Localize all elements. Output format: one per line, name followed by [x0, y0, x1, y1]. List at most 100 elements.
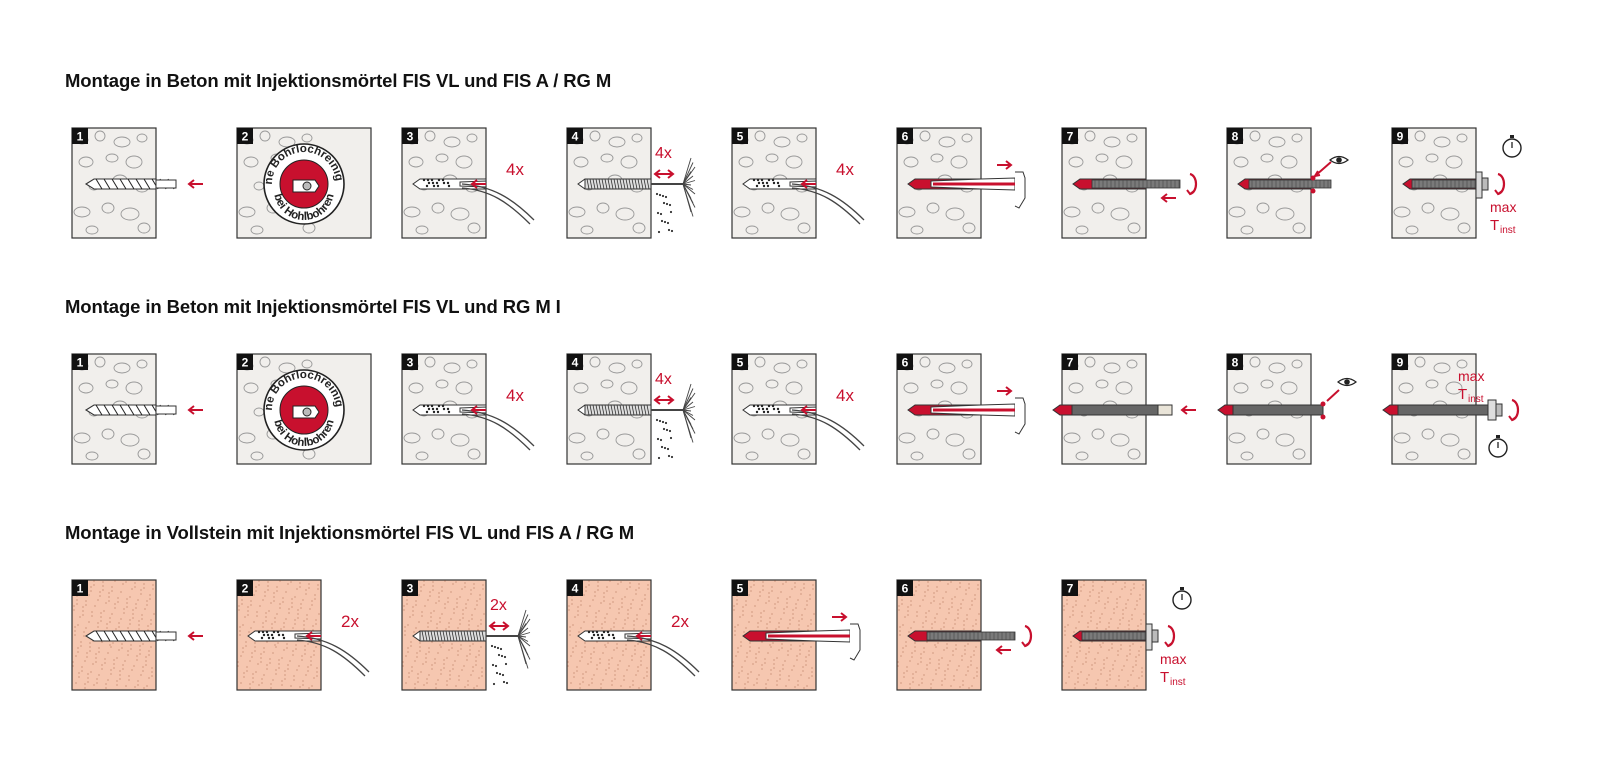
step-number-badge: 6: [897, 580, 913, 596]
step-number-badge: 7: [1062, 128, 1078, 144]
installation-step-6: 6: [895, 578, 1045, 708]
step-number-badge: 5: [732, 354, 748, 370]
step-number-badge: 4: [567, 580, 583, 596]
step-number: 6: [902, 582, 909, 596]
installation-step-3: 2x 3: [400, 578, 550, 708]
max-label: max: [1458, 368, 1484, 384]
step-number-badge: 8: [1227, 354, 1243, 370]
step-number-badge: 2: [237, 580, 253, 596]
step-number-badge: 1: [72, 354, 88, 370]
step-number-badge: 3: [402, 128, 418, 144]
step-number: 2: [242, 582, 249, 596]
move-back-forth-icon: [488, 621, 510, 631]
internal-thread-anchor: [1232, 404, 1324, 416]
step-number: 6: [902, 356, 909, 370]
repeat-count: 4x: [506, 386, 524, 405]
threaded-rod: [1091, 179, 1181, 189]
step-number: 4: [572, 130, 579, 144]
arrow-left-icon: [635, 631, 651, 641]
step-number-badge: 6: [897, 354, 913, 370]
move-back-forth-icon: [653, 169, 675, 179]
step-number-badge: 3: [402, 354, 418, 370]
blow-pump-nozzle-icon: [459, 406, 535, 451]
cleaning-brush-icon: [419, 609, 531, 669]
section-title-vollstein: Montage in Vollstein mit Injektionsmörte…: [65, 522, 635, 543]
injection-mixer-icon: [930, 397, 1026, 435]
step-number: 3: [407, 130, 414, 144]
step-number-badge: 4: [567, 128, 583, 144]
installation-step-5: 4x 5: [730, 352, 880, 482]
torque-subscript: inst: [1500, 225, 1516, 236]
drill-bit-icon: [84, 630, 177, 642]
drill-bit-icon: [84, 404, 177, 416]
step-number-badge: 1: [72, 580, 88, 596]
step-number-badge: 4: [567, 354, 583, 370]
threaded-rod: [926, 631, 1016, 641]
arrow-left-icon: [470, 179, 486, 189]
arrow-right-icon: [832, 612, 848, 622]
step-number-badge: 7: [1062, 354, 1078, 370]
repeat-count: 4x: [506, 160, 524, 179]
torque-subscript: inst: [1170, 677, 1186, 688]
stopwatch-icon: [1488, 435, 1508, 458]
step-number-badge: 2: [237, 354, 253, 370]
repeat-count: 4x: [655, 371, 672, 388]
torque-symbol: T: [1458, 386, 1467, 403]
injection-mixer-icon: [765, 623, 861, 661]
repeat-count: 4x: [836, 386, 854, 405]
step-number-badge: 2: [237, 128, 253, 144]
step-number: 9: [1397, 356, 1404, 370]
arrow-left-icon: [1180, 405, 1196, 415]
section-title-beton-fis-a: Montage in Beton mit Injektionsmörtel FI…: [65, 70, 612, 91]
step-number: 3: [407, 356, 414, 370]
step-number: 8: [1232, 356, 1239, 370]
threaded-rod: [1248, 179, 1332, 189]
step-number-badge: 7: [1062, 580, 1078, 596]
arrow-left-icon: [187, 405, 203, 415]
installation-step-3: 4x 3: [400, 352, 550, 482]
installation-step-8: 8: [1217, 352, 1375, 482]
step-number: 4: [572, 582, 579, 596]
step-number-badge: 5: [732, 580, 748, 596]
cleaning-brush-icon: [584, 157, 696, 217]
step-number: 6: [902, 130, 909, 144]
step-number: 3: [407, 582, 414, 596]
installation-step-1: 1: [70, 126, 220, 256]
installation-step-1: 1: [70, 578, 220, 708]
step-number-badge: 1: [72, 128, 88, 144]
installation-step-4: 4x 4: [565, 126, 715, 256]
step-number-badge: 3: [402, 580, 418, 596]
stopwatch-icon: [1172, 587, 1192, 610]
repeat-count: 4x: [655, 145, 672, 162]
section-title-beton-rgm-i: Montage in Beton mit Injektionsmörtel FI…: [65, 296, 561, 317]
internal-thread-anchor: [1397, 404, 1489, 416]
step-number: 5: [737, 130, 744, 144]
cleaning-brush-icon: [584, 383, 696, 443]
step-number-badge: 6: [897, 128, 913, 144]
installation-step-4: 2x 4: [565, 578, 715, 708]
step-number: 8: [1232, 130, 1239, 144]
repeat-count: 2x: [490, 597, 507, 614]
step-number: 5: [737, 356, 744, 370]
arrow-left-icon: [187, 179, 203, 189]
installation-step-5: 5: [730, 578, 880, 708]
step-number: 2: [242, 130, 249, 144]
injection-mixer-icon: [930, 171, 1026, 209]
installation-step-3: 4x 3: [400, 126, 550, 256]
arrow-left-icon: [800, 405, 816, 415]
installation-step-4: 4x 4: [565, 352, 715, 482]
arrow-left-icon: [1160, 193, 1176, 203]
torque-symbol: T: [1490, 217, 1499, 234]
step-number-badge: 9: [1392, 354, 1408, 370]
step-number: 1: [77, 356, 84, 370]
torque-subscript: inst: [1468, 394, 1484, 405]
repeat-count: 2x: [671, 612, 689, 631]
installation-step-6: 6: [895, 352, 1045, 482]
step-number: 5: [737, 582, 744, 596]
max-label: max: [1490, 199, 1516, 215]
